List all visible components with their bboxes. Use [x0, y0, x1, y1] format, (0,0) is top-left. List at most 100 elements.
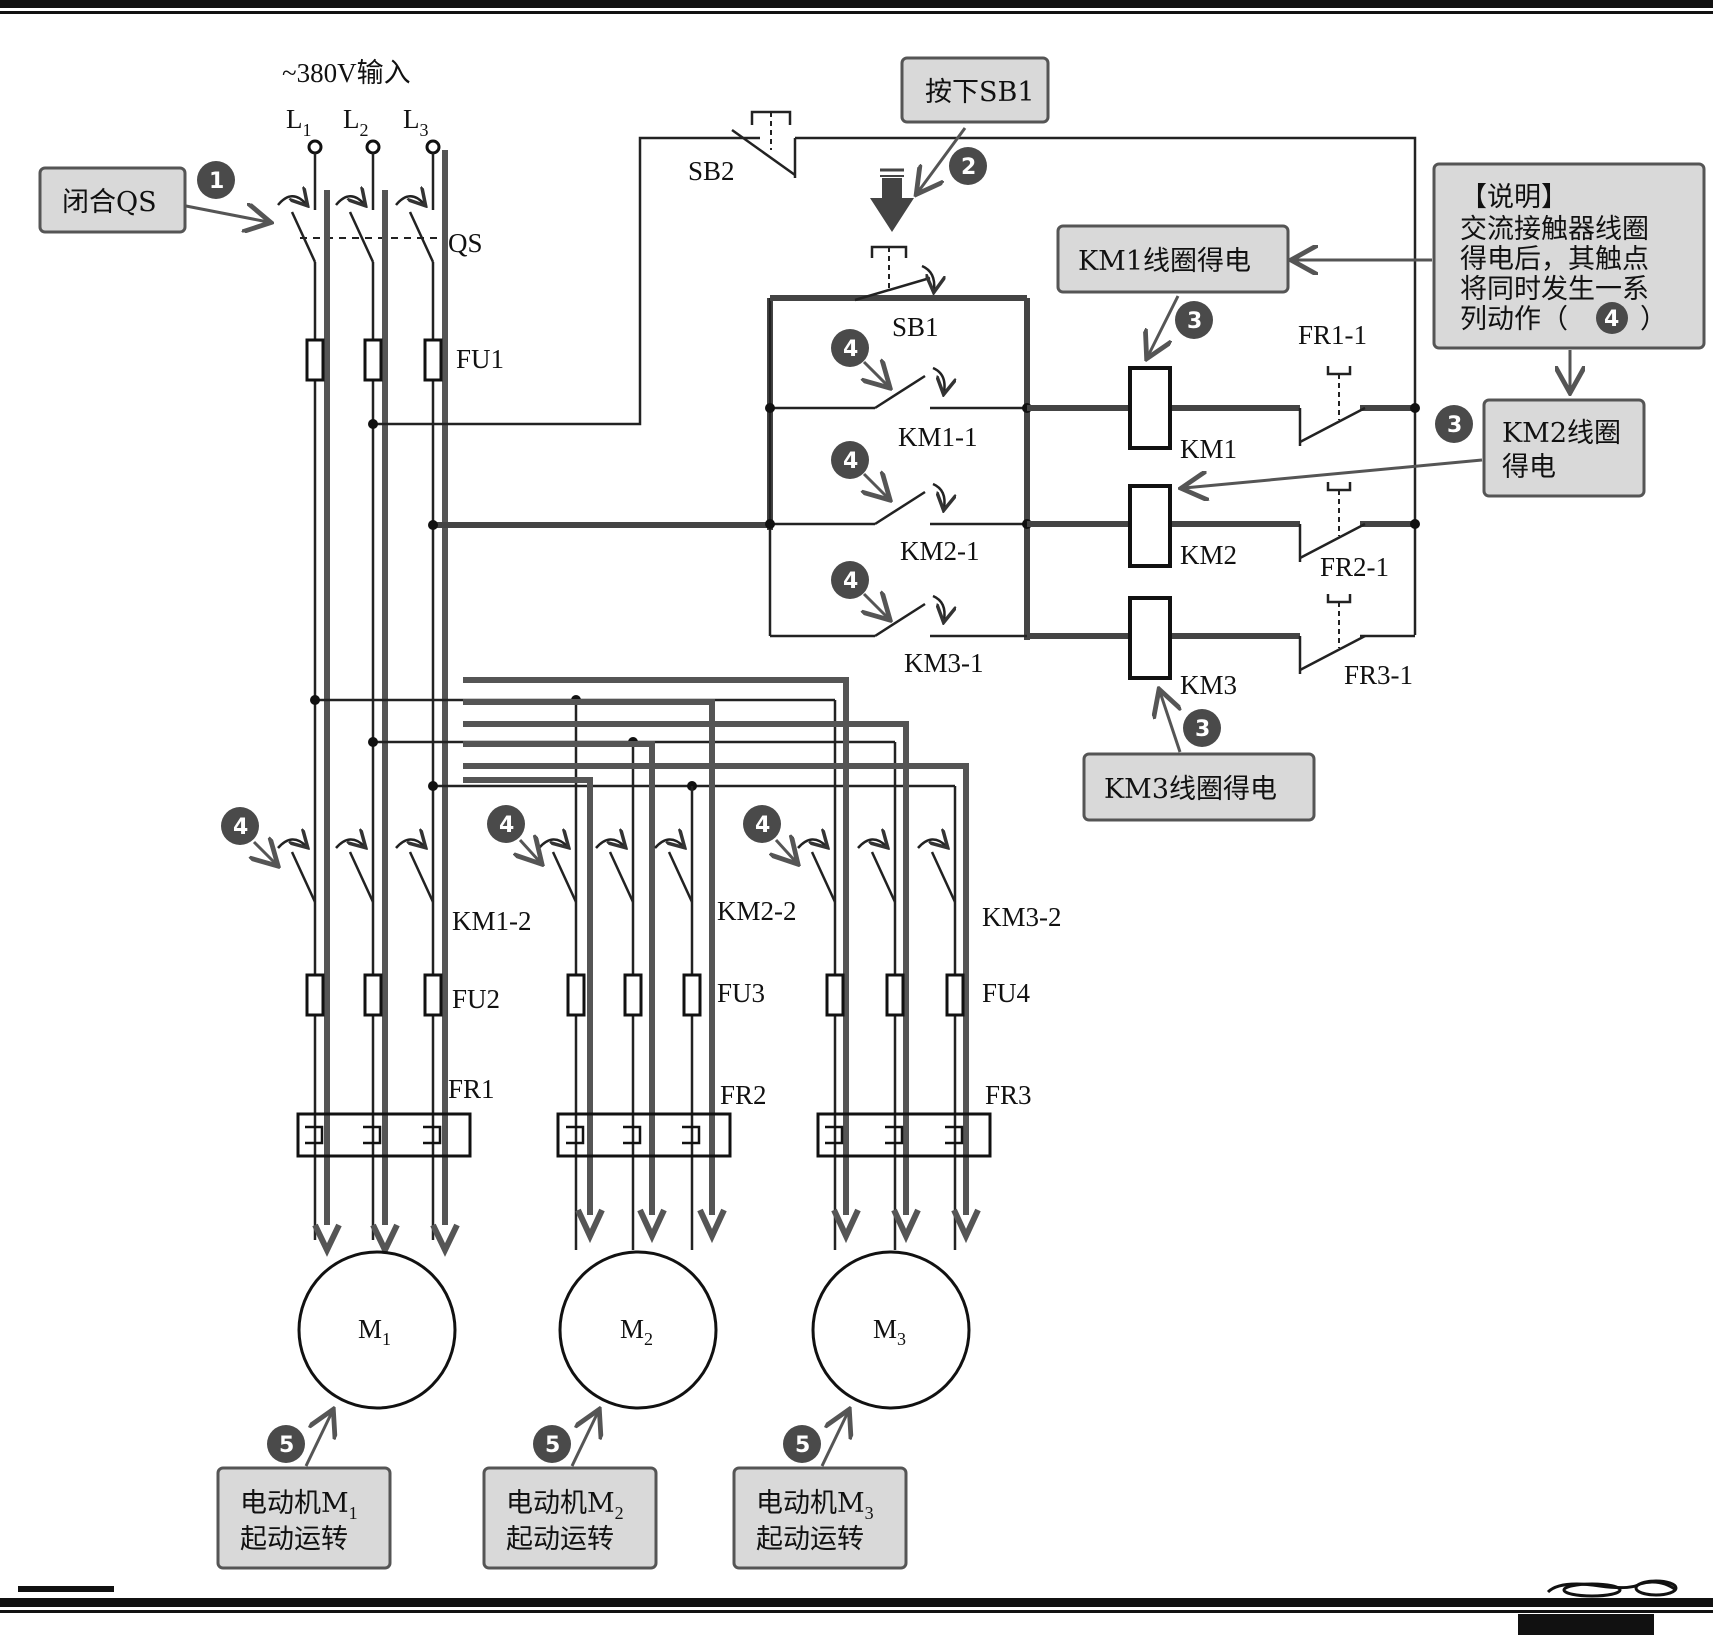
- main-phase-lines: [313, 150, 448, 1240]
- callout-press-sb1: 按下SB1: [925, 77, 1035, 108]
- qs-switch: [277, 153, 448, 263]
- callout-km3-coil: KM3线圈得电: [1104, 774, 1277, 805]
- note-line-4b: ）: [1640, 304, 1667, 335]
- callout-motor1-line2: 起动运转: [240, 1524, 348, 1555]
- note-title: 【说明】: [1460, 182, 1568, 213]
- callout-motor2-box: [482, 1466, 658, 1570]
- svg-text:1: 1: [209, 169, 224, 194]
- svg-text:5: 5: [795, 1433, 810, 1458]
- fu4-label: FU4: [982, 978, 1031, 1008]
- phase-l3: L: [403, 104, 420, 134]
- fu2-label: FU2: [452, 984, 500, 1014]
- svg-text:4: 4: [233, 815, 248, 840]
- fr2-1-label: FR2-1: [1320, 552, 1389, 582]
- note-line-3: 将同时发生一系: [1460, 274, 1649, 305]
- supply-terminals: [307, 139, 441, 155]
- sb1-button: [854, 168, 934, 302]
- fr-nc-contacts: [1298, 366, 1366, 674]
- svg-text:4: 4: [843, 449, 858, 474]
- fr1-1-label: FR1-1: [1298, 320, 1367, 350]
- km3-2-label: KM3-2: [982, 902, 1062, 932]
- step-4-marker-km3-2: 4: [743, 805, 781, 843]
- fr3-label: FR3: [985, 1080, 1032, 1110]
- phase-l1: L: [286, 104, 303, 134]
- motor-fuses: [305, 973, 965, 1017]
- fu1-label: FU1: [456, 344, 504, 374]
- km3-1-label: KM3-1: [904, 648, 984, 678]
- callout-km2-coil-box: [1482, 398, 1646, 498]
- fr1-label: FR1: [448, 1074, 495, 1104]
- fu3-label: FU3: [717, 978, 765, 1008]
- step-5-marker-m1: 5: [267, 1425, 305, 1463]
- svg-text:3: 3: [1187, 309, 1202, 334]
- qs-label: QS: [448, 228, 483, 258]
- step-3-marker-km1: 3: [1175, 301, 1213, 339]
- callout-motor2-line1: 电动机M2: [506, 1488, 624, 1523]
- km2-label: KM2: [1180, 540, 1237, 570]
- km1-label: KM1: [1180, 434, 1237, 464]
- step-4-marker-km2-1: 4: [831, 441, 869, 479]
- km1-1-label: KM1-1: [898, 422, 978, 452]
- supply-label: ~380V输入: [282, 58, 411, 88]
- km2-2-label: KM2-2: [717, 896, 797, 926]
- svg-text:4: 4: [843, 337, 858, 362]
- svg-text:3: 3: [1447, 413, 1462, 438]
- sb2-button: [731, 110, 797, 178]
- callout-close-qs-box: [38, 166, 187, 234]
- km-aux-contacts: [874, 366, 945, 638]
- step-3-marker-km3: 3: [1183, 709, 1221, 747]
- flow-arrowheads: [312, 1208, 981, 1257]
- svg-text:3: 3: [1195, 717, 1210, 742]
- svg-text:5: 5: [279, 1433, 294, 1458]
- step-1-marker: 1: [197, 161, 235, 199]
- km3-label: KM3: [1180, 670, 1237, 700]
- step-5-marker-m2: 5: [533, 1425, 571, 1463]
- callout-motor1-box: [216, 1466, 392, 1570]
- motors: [297, 1250, 971, 1410]
- motor-m3-label: M3: [873, 1314, 906, 1349]
- step-4-marker-km2-2: 4: [487, 805, 525, 843]
- callout-km1-coil: KM1线圈得电: [1078, 246, 1251, 277]
- callout-motor3-box: [732, 1466, 908, 1570]
- callout-km2-coil-line2: 得电: [1502, 452, 1556, 483]
- phase-labels: L1 L2 L3: [286, 104, 429, 140]
- note-line-1: 交流接触器线圈: [1460, 214, 1649, 245]
- motor-m1-label: M1: [358, 1314, 391, 1349]
- callout-motor3-line1: 电动机M3: [756, 1488, 874, 1523]
- step-5-marker-m3: 5: [783, 1425, 821, 1463]
- fr2-label: FR2: [720, 1080, 767, 1110]
- step-markers: 1 2 3 3 3 4 4 4 4 4 4 5 5 5: [197, 147, 1473, 1463]
- sb1-label: SB1: [892, 312, 939, 342]
- svg-text:L1: L1: [286, 104, 312, 140]
- contactor-coils: [1128, 366, 1172, 680]
- control-wiring: [368, 136, 1420, 640]
- fu1-fuses: [305, 338, 443, 382]
- svg-text:2: 2: [961, 155, 976, 180]
- svg-text:4: 4: [499, 813, 514, 838]
- phase-l2: L: [343, 104, 360, 134]
- km1-2-label: KM1-2: [452, 906, 532, 936]
- km2-1-label: KM2-1: [900, 536, 980, 566]
- note-line-4a: 列动作（: [1460, 304, 1568, 335]
- step-2-marker: 2: [949, 147, 987, 185]
- callout-motor2-line2: 起动运转: [506, 1524, 614, 1555]
- main-contacts: [277, 839, 957, 903]
- step-4-marker-km1-1: 4: [831, 329, 869, 367]
- step-4-marker-km3-1: 4: [831, 561, 869, 599]
- svg-text:4: 4: [843, 569, 858, 594]
- step-4-pointers: [254, 362, 888, 864]
- note-line-2: 得电后，其触点: [1460, 244, 1649, 275]
- step-4-marker-km1-2: 4: [221, 807, 259, 845]
- motor-m2-label: M2: [620, 1314, 653, 1349]
- note-step-num: 4: [1604, 307, 1619, 332]
- svg-text:5: 5: [545, 1433, 560, 1458]
- svg-text:4: 4: [755, 813, 770, 838]
- svg-text:L3: L3: [403, 104, 429, 140]
- distribution-buses: [310, 677, 969, 1250]
- callout-km2-coil-line1: KM2线圈: [1502, 418, 1621, 449]
- corner-scribble: [1546, 1579, 1678, 1598]
- callout-press-sb1-box: [900, 56, 1050, 124]
- fr3-1-label: FR3-1: [1344, 660, 1413, 690]
